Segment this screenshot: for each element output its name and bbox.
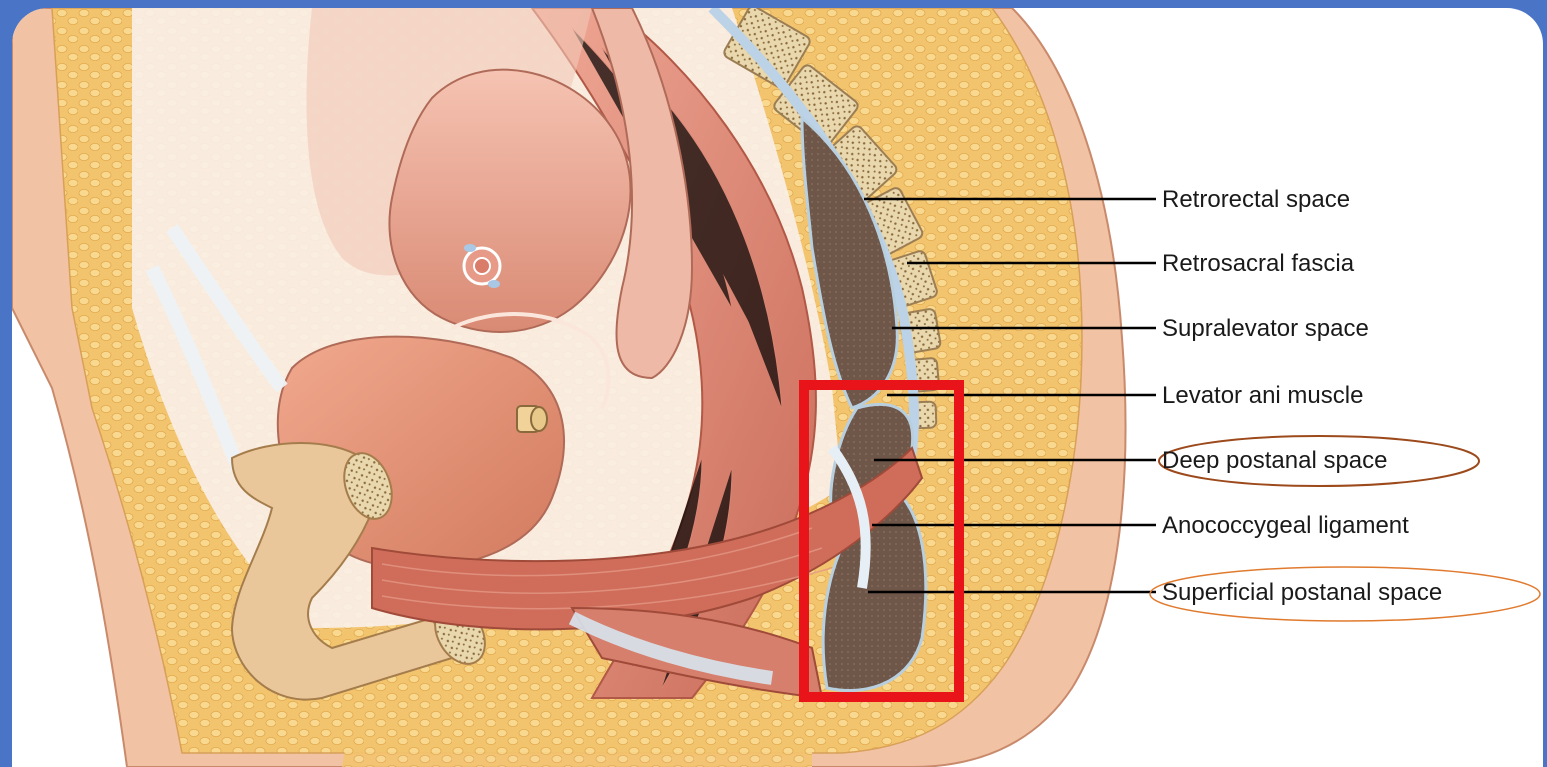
label-retrorectal-space: Retrorectal space [1162, 186, 1350, 214]
label-deep-postanal-space: Deep postanal space [1162, 447, 1388, 475]
illustration-panel: Retrorectal space Retrosacral fascia Sup… [12, 8, 1543, 767]
label-levator-ani-muscle: Levator ani muscle [1162, 382, 1363, 410]
label-retrosacral-fascia: Retrosacral fascia [1162, 250, 1354, 278]
label-anococcygeal-ligament: Anococcygeal ligament [1162, 512, 1409, 540]
highlight-box [804, 385, 959, 697]
label-superficial-postanal-space: Superficial postanal space [1162, 579, 1442, 607]
slide-frame: Retrorectal space Retrosacral fascia Sup… [4, 4, 1543, 763]
label-supralevator-space: Supralevator space [1162, 315, 1369, 343]
